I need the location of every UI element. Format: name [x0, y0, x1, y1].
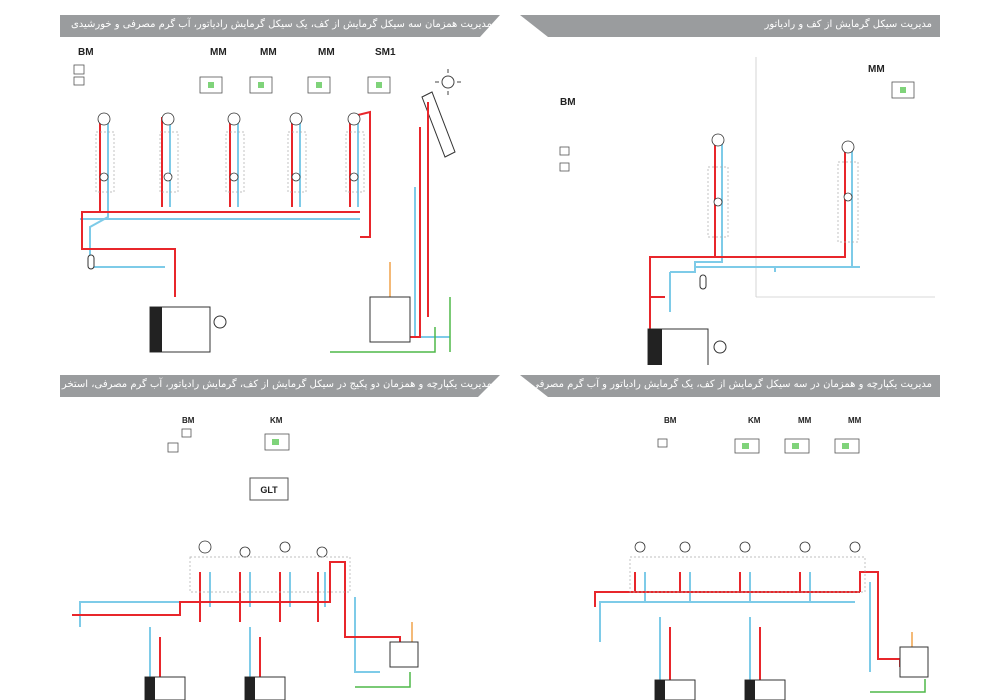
module-label: KM — [748, 416, 761, 425]
panel-title: مدیریت یکپارچه و همزمان دو پکیج در سیکل … — [60, 379, 492, 390]
module-label: MM — [848, 416, 862, 425]
pump-icon — [198, 540, 328, 558]
panel-header: مدیریت یکپارچه و همزمان در سه سیکل گرمای… — [520, 375, 940, 397]
module-box-icon — [559, 81, 915, 172]
boiler-icon — [144, 676, 286, 700]
module-label: MM — [318, 47, 335, 58]
panel-header: مدیریت سیکل گرمایش از کف و رادیاتور — [520, 15, 940, 37]
module-box-icon — [657, 438, 860, 454]
pump-icon — [97, 112, 361, 182]
heating-schematic: BM KM MM MM — [594, 416, 929, 700]
panel-header: مدیریت همزمان سه سیکل گرمایش از کف، یک س… — [60, 15, 500, 37]
module-label: BM — [560, 97, 576, 108]
storage-tank-icon — [899, 646, 929, 678]
expansion-tank-icon — [699, 274, 707, 290]
sun-icon — [435, 69, 461, 95]
module-label: BM — [182, 416, 195, 425]
panel-title: مدیریت سیکل گرمایش از کف و رادیاتور — [764, 19, 932, 30]
panel-bottom-left: مدیریت یکپارچه و همزمان دو پکیج در سیکل … — [60, 375, 500, 700]
module-label: SM1 — [375, 47, 396, 58]
module-box-icon — [73, 64, 391, 94]
heating-schematic: BM MM — [559, 57, 935, 365]
boiler-icon — [647, 328, 727, 365]
panel-top-right: مدیریت سیکل گرمایش از کف و رادیاتور BM M… — [520, 15, 940, 365]
module-label: MM — [868, 64, 885, 75]
pump-icon — [711, 133, 855, 207]
panel-title: مدیریت همزمان سه سیکل گرمایش از کف، یک س… — [70, 19, 492, 30]
panel-bottom-right: مدیریت یکپارچه و همزمان در سه سیکل گرمای… — [520, 375, 940, 700]
module-label: BM — [78, 47, 94, 58]
boiler-icon — [654, 679, 786, 700]
module-label: MM — [798, 416, 812, 425]
heating-schematic: BM KM GLT — [72, 416, 419, 700]
boiler-icon — [149, 306, 227, 353]
panel-title: مدیریت یکپارچه و همزمان در سه سیکل گرمای… — [531, 379, 932, 390]
storage-tank-icon — [369, 296, 411, 343]
module-label: MM — [260, 47, 277, 58]
pump-icon — [634, 541, 861, 553]
expansion-tank-icon — [87, 254, 95, 270]
module-label: BM — [664, 416, 677, 425]
heating-schematic: BM MM MM MM SM1 — [73, 47, 461, 353]
solar-collector-icon — [421, 91, 456, 158]
glt-label: GLT — [260, 485, 278, 495]
module-label: MM — [210, 47, 227, 58]
panel-header: مدیریت یکپارچه و همزمان دو پکیج در سیکل … — [60, 375, 500, 397]
module-label: KM — [270, 416, 283, 425]
module-box-icon — [167, 428, 290, 453]
storage-tank-icon — [389, 641, 419, 668]
glt-box: GLT — [249, 477, 289, 501]
panel-top-left: مدیریت همزمان سه سیکل گرمایش از کف، یک س… — [60, 15, 500, 365]
